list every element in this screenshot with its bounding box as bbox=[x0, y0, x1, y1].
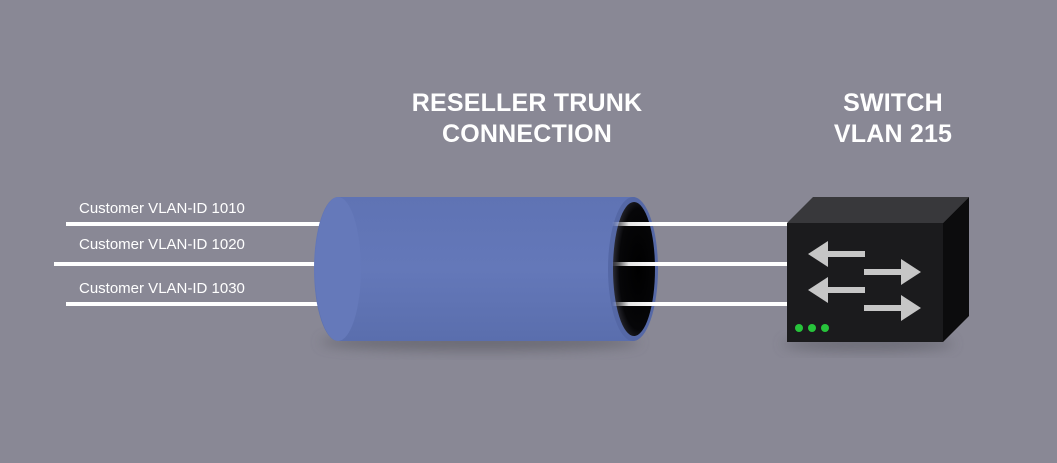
trunk-title-line-1: RESELLER TRUNK bbox=[411, 89, 643, 117]
vlan-line-1030-in bbox=[66, 302, 328, 306]
trunk-tube-body bbox=[314, 197, 657, 341]
vlan-line-1010-out-inner bbox=[612, 222, 660, 226]
trunk-tube bbox=[314, 197, 658, 341]
switch-title: SWITCH VLAN 215 bbox=[793, 88, 993, 150]
vlan-line-1010-in bbox=[66, 222, 328, 226]
status-led-icon bbox=[795, 324, 829, 332]
switch-title-line-1: SWITCH bbox=[843, 89, 943, 117]
vlan-line-1020-out bbox=[659, 262, 791, 266]
vlan-label-1030: Customer VLAN-ID 1030 bbox=[79, 280, 245, 297]
switch-arrows-icon bbox=[808, 241, 921, 321]
vlan-line-1010-out bbox=[659, 222, 791, 226]
incoming-vlan-lines bbox=[54, 222, 328, 306]
switch-title-line-2: VLAN 215 bbox=[833, 120, 953, 148]
switch-side-face bbox=[943, 197, 969, 342]
vlan-line-1030-out bbox=[659, 302, 791, 306]
switch-top-face bbox=[787, 197, 969, 223]
network-switch bbox=[787, 197, 969, 342]
vlan-line-1030-out-inner bbox=[612, 302, 660, 306]
outgoing-vlan-lines bbox=[612, 222, 791, 306]
vlan-label-1020: Customer VLAN-ID 1020 bbox=[79, 236, 245, 253]
vlan-line-1020-in bbox=[54, 262, 326, 266]
trunk-connection-title: RESELLER TRUNK CONNECTION bbox=[377, 88, 677, 150]
switch-front-face bbox=[787, 223, 943, 342]
vlan-label-1010: Customer VLAN-ID 1010 bbox=[79, 200, 245, 217]
trunk-title-line-2: CONNECTION bbox=[441, 120, 613, 148]
vlan-line-1020-out-inner bbox=[612, 262, 660, 266]
trunk-tube-left-end bbox=[315, 197, 361, 341]
